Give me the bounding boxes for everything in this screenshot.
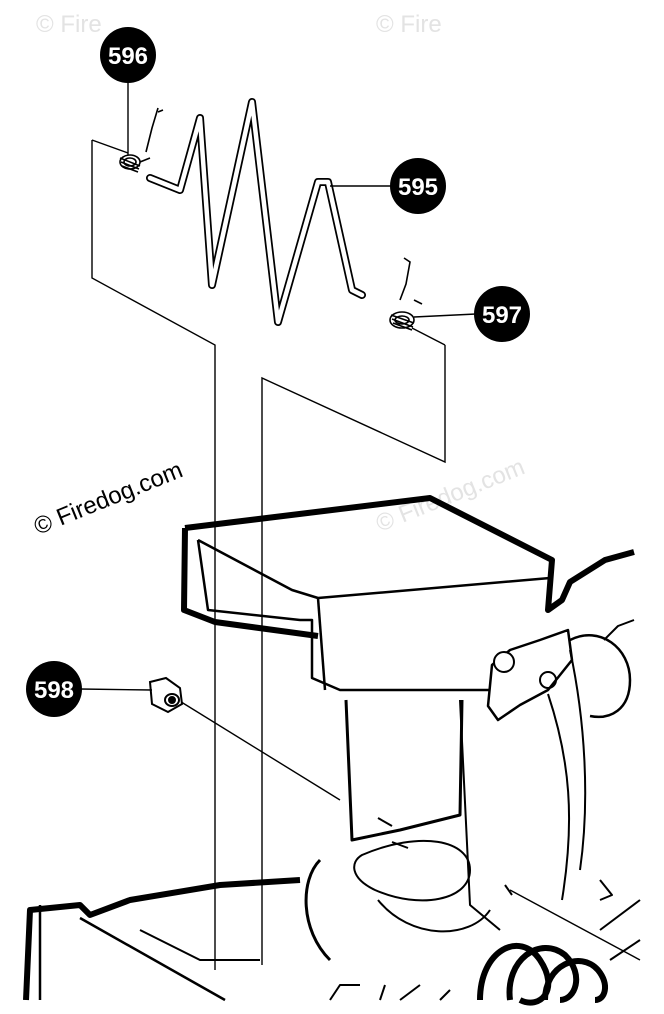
callout-597: 597: [474, 286, 530, 342]
chute-assembly: [23, 495, 641, 1006]
spring-597: [389, 257, 423, 331]
callout-596: 596: [100, 27, 156, 83]
watermark-main: © Firedog.com: [30, 456, 186, 540]
spring-596: [119, 107, 164, 173]
watermark-top-left: © Fire: [36, 11, 102, 38]
callout-597-label: 597: [482, 302, 522, 329]
guide-lines: [91, 139, 641, 970]
callout-598-label: 598: [34, 677, 74, 704]
hex-nut-598: [148, 676, 184, 714]
callout-595-label: 595: [398, 174, 438, 201]
callout-595: 595: [390, 158, 446, 214]
callout-598: 598: [26, 661, 82, 717]
wire-rod-595: [146, 98, 366, 326]
watermark-faint-center: © Firedog.com: [372, 453, 528, 537]
leader-lines: [79, 80, 477, 691]
watermark-top-right: © Fire: [376, 11, 442, 38]
callout-596-label: 596: [108, 43, 148, 70]
